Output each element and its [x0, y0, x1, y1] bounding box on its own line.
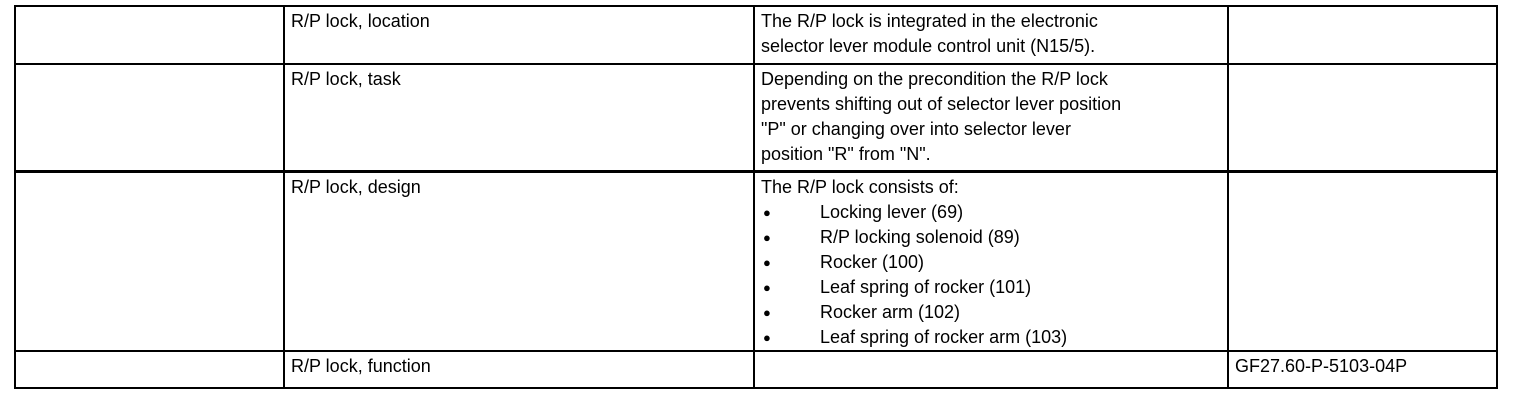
- bullet-item-label: Leaf spring of rocker (101): [820, 276, 1032, 297]
- code-cell: [1227, 169, 1498, 352]
- bullet-item-label: R/P locking solenoid (89): [820, 226, 1020, 247]
- bullet-item-label: Leaf spring of rocker arm (103): [820, 326, 1068, 347]
- bullet-icon: ●: [763, 329, 771, 345]
- topic-cell: R/P lock, function: [283, 350, 755, 389]
- bullet-item-label: Rocker (100): [820, 251, 925, 272]
- description-cell: The R/P lock consists of: ● Locking leve…: [753, 169, 1229, 352]
- topic-cell: R/P lock, design: [283, 169, 755, 352]
- bullet-icon: ●: [763, 304, 771, 320]
- topic-label: R/P lock, design: [291, 176, 421, 197]
- topic-label: R/P lock, task: [291, 69, 401, 89]
- table-row-design: R/P lock, design The R/P lock consists o…: [14, 169, 1498, 352]
- bullet-item-label: Locking lever (69): [820, 201, 964, 222]
- bullet-icon: ●: [763, 254, 771, 270]
- bullet-item: ● Rocker (100): [761, 250, 1221, 275]
- document-table: R/P lock, location The R/P lock is integ…: [14, 5, 1498, 389]
- description-line: position "R" from "N".: [761, 144, 931, 164]
- code-cell: [1227, 63, 1498, 172]
- spec-cell: [14, 350, 285, 389]
- document-code: GF27.60-P-5103-04P: [1235, 356, 1408, 376]
- bullet-icon: ●: [763, 279, 771, 295]
- bullet-item: ● Leaf spring of rocker (101): [761, 275, 1221, 300]
- topic-cell: R/P lock, location: [283, 5, 755, 65]
- spec-cell: [14, 5, 285, 65]
- topic-label: R/P lock, location: [291, 11, 430, 31]
- description-line: "P" or changing over into selector lever: [761, 119, 1071, 139]
- bullet-item-label: Rocker arm (102): [820, 301, 961, 322]
- spec-cell: [14, 63, 285, 172]
- bullet-icon: ●: [763, 204, 771, 220]
- bullet-item: ● R/P locking solenoid (89): [761, 225, 1221, 250]
- description-line: Depending on the precondition the R/P lo…: [761, 69, 1108, 89]
- description-line: The R/P lock is integrated in the electr…: [761, 11, 1098, 31]
- bullet-item: ● Rocker arm (102): [761, 300, 1221, 325]
- spec-cell: [14, 169, 285, 352]
- bullet-item: ● Leaf spring of rocker arm (103): [761, 325, 1221, 350]
- topic-label: R/P lock, function: [291, 356, 431, 376]
- description-line: The R/P lock consists of:: [761, 176, 959, 197]
- code-cell: GF27.60-P-5103-04P: [1227, 350, 1498, 389]
- table-row-task: R/P lock, task Depending on the precondi…: [14, 63, 1498, 172]
- description-line: selector lever module control unit (N15/…: [761, 36, 1096, 56]
- topic-cell: R/P lock, task: [283, 63, 755, 172]
- code-cell: [1227, 5, 1498, 65]
- description-cell: The R/P lock is integrated in the electr…: [753, 5, 1229, 65]
- bullet-item: ● Locking lever (69): [761, 200, 1221, 225]
- description-cell: Depending on the precondition the R/P lo…: [753, 63, 1229, 172]
- table-row-function: R/P lock, function GF27.60-P-5103-04P: [14, 350, 1498, 389]
- description-cell: [753, 350, 1229, 389]
- bullet-icon: ●: [763, 229, 771, 245]
- table-row-location: R/P lock, location The R/P lock is integ…: [14, 5, 1498, 65]
- description-line: prevents shifting out of selector lever …: [761, 94, 1122, 114]
